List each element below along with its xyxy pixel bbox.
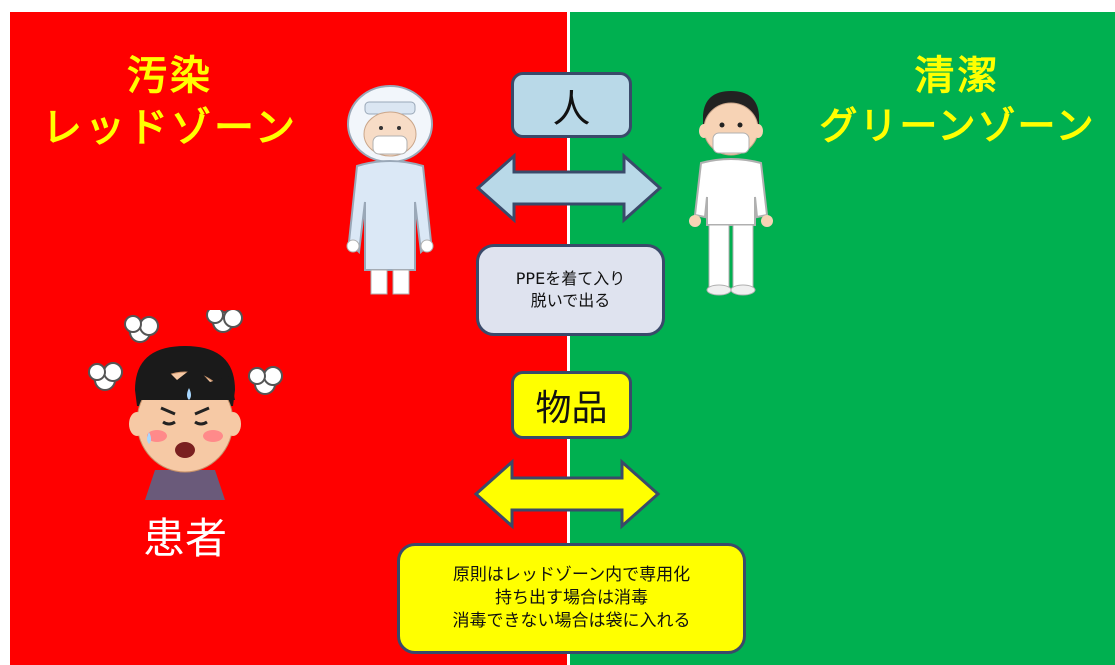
red-zone-title: 汚染 レッドゾーン bbox=[20, 50, 320, 154]
items-note-line2: 持ち出す場合は消毒 bbox=[495, 588, 648, 609]
items-double-arrow-icon bbox=[473, 458, 661, 530]
green-zone-title: 清潔 グリーンゾーン bbox=[805, 50, 1110, 151]
patient-caption: 患者 bbox=[142, 514, 227, 563]
person-label-box: 人 bbox=[511, 72, 632, 138]
red-zone-title-line2: レッドゾーン bbox=[42, 105, 298, 151]
red-zone-title-line1: 汚染 bbox=[127, 53, 213, 99]
green-zone-title-line1: 清潔 bbox=[914, 53, 1001, 99]
ppe-note-box: PPEを着て入り 脱いで出る bbox=[476, 244, 665, 336]
items-label-box: 物品 bbox=[511, 371, 632, 439]
worker-in-ppe-icon bbox=[346, 85, 434, 295]
items-note-line3: 消毒できない場合は袋に入れる bbox=[452, 610, 691, 631]
person-label: 人 bbox=[552, 86, 591, 131]
ppe-note-line2: 脱いで出る bbox=[530, 291, 611, 310]
ppe-note-line1: PPEを着て入り bbox=[515, 269, 626, 289]
green-zone-title-line2: グリーンゾーン bbox=[819, 104, 1096, 148]
zone-divider bbox=[567, 12, 570, 665]
staff-in-uniform-icon bbox=[689, 91, 773, 296]
person-double-arrow-icon bbox=[475, 152, 663, 224]
items-label: 物品 bbox=[535, 388, 608, 429]
items-note-box: 原則はレッドゾーン内で専用化 持ち出す場合は消毒 消毒できない場合は袋に入れる bbox=[397, 543, 746, 654]
sick-patient-icon bbox=[88, 310, 283, 500]
items-note-line1: 原則はレッドゾーン内で専用化 bbox=[452, 565, 691, 586]
